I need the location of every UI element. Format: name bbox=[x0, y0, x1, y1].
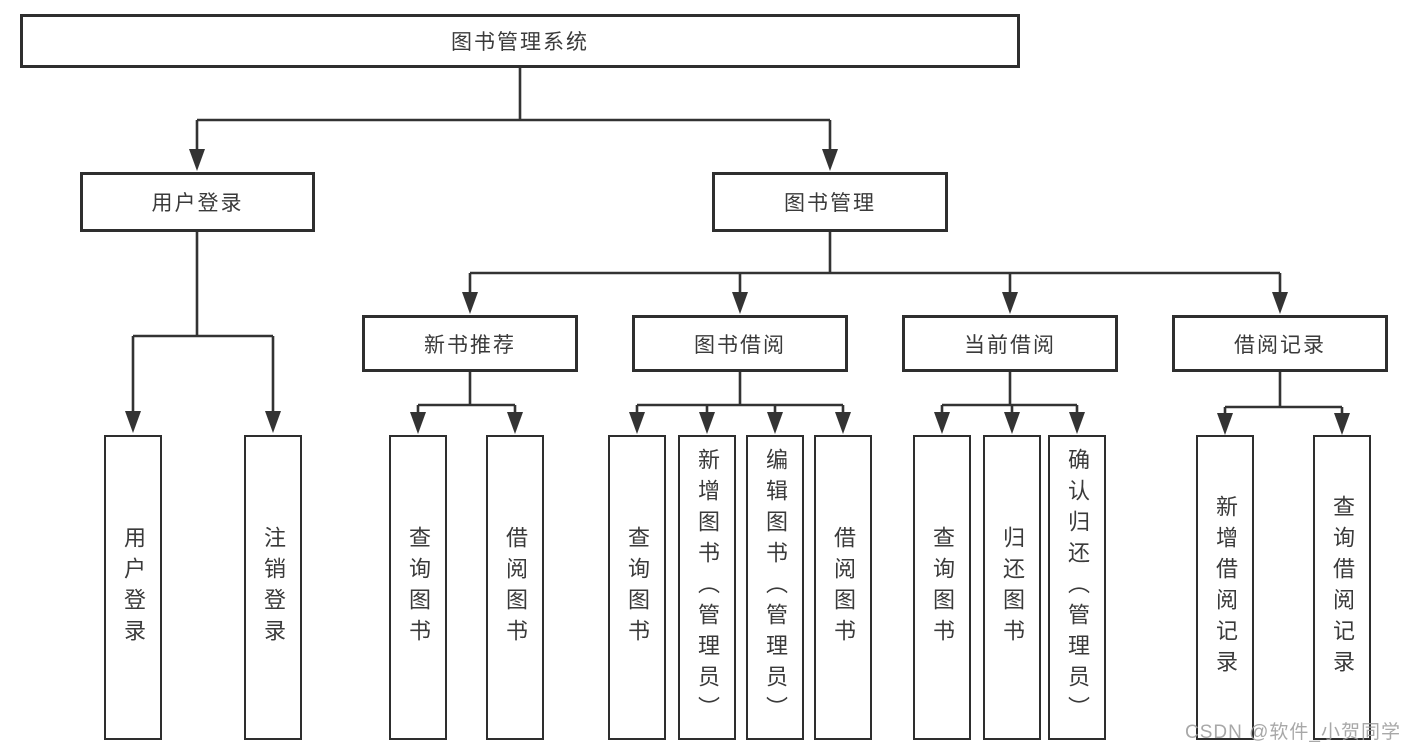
arrowhead bbox=[1334, 413, 1350, 435]
leaf-borrow-books: 借阅图书 bbox=[814, 435, 872, 740]
leaf-borrow-books-newrec: 借阅图书 bbox=[486, 435, 544, 740]
node-new-book-recommend: 新书推荐 bbox=[362, 315, 578, 372]
leaf-add-borrow-record: 新增借阅记录 bbox=[1196, 435, 1254, 740]
connector-borrow-fan bbox=[635, 372, 845, 413]
arrowhead bbox=[125, 411, 141, 433]
node-user-login: 用户登录 bbox=[80, 172, 315, 232]
leaf-edit-books-admin: 编辑图书（管理员） bbox=[746, 435, 804, 740]
connector-root-to-level2 bbox=[195, 68, 832, 150]
node-book-management: 图书管理 bbox=[712, 172, 948, 232]
leaf-query-books-borrow: 查询图书 bbox=[608, 435, 666, 740]
arrowhead bbox=[629, 412, 645, 434]
arrowhead bbox=[265, 411, 281, 433]
connector-curborrow-fan bbox=[940, 372, 1079, 413]
leaf-query-borrow-record: 查询借阅记录 bbox=[1313, 435, 1371, 740]
connector-records-fan bbox=[1223, 372, 1344, 415]
leaf-query-books-current: 查询图书 bbox=[913, 435, 971, 740]
node-system-root: 图书管理系统 bbox=[20, 14, 1020, 68]
node-borrow-records: 借阅记录 bbox=[1172, 315, 1388, 372]
connector-bookmgmt-fan bbox=[468, 232, 1282, 293]
csdn-watermark: CSDN @软件_小贺同学 bbox=[1185, 722, 1401, 743]
leaf-confirm-return-admin: 确认归还（管理员） bbox=[1048, 435, 1106, 740]
connector-userlogin-fan bbox=[131, 232, 275, 413]
leaf-query-books-newrec: 查询图书 bbox=[389, 435, 447, 740]
arrowhead bbox=[1217, 413, 1233, 435]
connector-newrec-fan bbox=[416, 372, 517, 413]
node-current-borrow: 当前借阅 bbox=[902, 315, 1118, 372]
connector-lines bbox=[131, 68, 1344, 415]
leaf-user-login: 用户登录 bbox=[104, 435, 162, 740]
leaf-return-books: 归还图书 bbox=[983, 435, 1041, 740]
arrowhead bbox=[1002, 292, 1018, 314]
arrowheads bbox=[125, 149, 1350, 435]
arrowhead bbox=[822, 149, 838, 171]
arrowhead bbox=[767, 412, 783, 434]
arrowhead bbox=[732, 292, 748, 314]
arrowhead bbox=[1272, 292, 1288, 314]
arrowhead bbox=[934, 412, 950, 434]
arrowhead bbox=[699, 412, 715, 434]
arrowhead bbox=[410, 412, 426, 434]
leaf-logout: 注销登录 bbox=[244, 435, 302, 740]
arrowhead bbox=[835, 412, 851, 434]
node-book-borrow: 图书借阅 bbox=[632, 315, 848, 372]
leaf-add-books-admin: 新增图书（管理员） bbox=[678, 435, 736, 740]
arrowhead bbox=[1069, 412, 1085, 434]
arrowhead bbox=[189, 149, 205, 171]
arrowhead bbox=[507, 412, 523, 434]
arrowhead bbox=[1004, 412, 1020, 434]
arrowhead bbox=[462, 292, 478, 314]
